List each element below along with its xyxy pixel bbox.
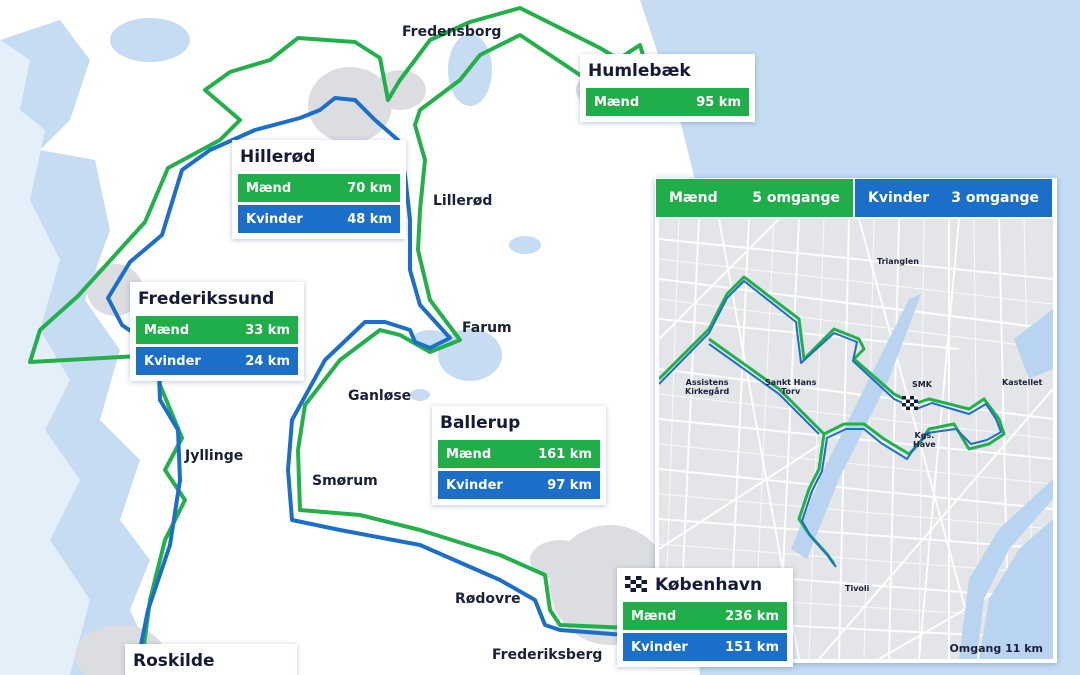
card-frederikssund: Frederikssund Mænd 33 km Kvinder 24 km <box>130 282 304 381</box>
card-title: Roskilde <box>133 651 215 671</box>
inset-label-assistens: Assistens Kirkegård <box>685 378 730 396</box>
inset-women-laps: Kvinder 3 omgange <box>855 179 1052 217</box>
card-hillerod: Hillerød Mænd 70 km Kvinder 48 km <box>232 140 406 239</box>
town-rodovre: Rødovre <box>455 591 521 607</box>
men-km: 236 km <box>725 608 779 624</box>
men-distance-row: Mænd 33 km <box>136 316 298 344</box>
men-km: 161 km <box>538 446 592 462</box>
men-km: 70 km <box>347 180 392 196</box>
men-label: Mænd <box>669 190 718 206</box>
women-label: Kvinder <box>631 639 688 655</box>
town-farum: Farum <box>462 320 512 336</box>
men-km: 33 km <box>245 322 290 338</box>
inset-header: Mænd 5 omgange Kvinder 3 omgange <box>655 178 1057 218</box>
men-label: Mænd <box>144 322 190 338</box>
men-km: 95 km <box>696 94 741 110</box>
women-label: Kvinder <box>446 477 503 493</box>
card-ballerup: Ballerup Mænd 161 km Kvinder 97 km <box>432 406 606 505</box>
card-title: Frederikssund <box>138 289 275 309</box>
town-lillerod: Lillerød <box>433 193 493 209</box>
town-frederiksberg: Frederiksberg <box>492 647 603 663</box>
inset-label-kastellet: Kastellet <box>1002 378 1043 387</box>
smk-checkered-marker <box>902 396 918 410</box>
inset-men-laps: Mænd 5 omgange <box>656 179 853 217</box>
inset-copenhagen-circuit: Mænd 5 omgange Kvinder 3 omgange <box>655 178 1057 663</box>
women-km: 24 km <box>245 353 290 369</box>
inset-label-tivoli: Tivoli <box>845 584 870 593</box>
men-label: Mænd <box>594 94 640 110</box>
card-humlebaek: Humlebæk Mænd 95 km <box>580 54 755 122</box>
town-jyllinge: Jyllinge <box>185 448 244 464</box>
men-label: Mænd <box>446 446 492 462</box>
harbour <box>979 519 1053 659</box>
card-title: Hillerød <box>240 147 316 167</box>
lake-arresoe <box>110 18 190 62</box>
lake-peblinge <box>791 294 921 559</box>
men-distance-row: Mænd 70 km <box>238 174 400 202</box>
urban-hillerod <box>308 67 392 143</box>
women-label: Kvinder <box>246 211 303 227</box>
inset-label-kgs-have: Kgs. Have <box>913 431 936 449</box>
inset-label-sankt-hans: Sankt Hans Torv <box>765 378 817 396</box>
card-roskilde: Roskilde <box>125 644 297 675</box>
women-km: 48 km <box>347 211 392 227</box>
card-kobenhavn: København Mænd 236 km Kvinder 151 km <box>617 568 793 667</box>
lap-distance: Omgang 11 km <box>949 642 1043 655</box>
women-distance-row: Kvinder 24 km <box>136 347 298 375</box>
inset-men-route <box>659 275 1006 565</box>
inset-label-trianglen: Trianglen <box>877 257 919 266</box>
card-title: København <box>655 575 763 595</box>
card-title: Humlebæk <box>588 61 691 81</box>
checkered-flag-icon <box>625 576 647 592</box>
women-km: 151 km <box>725 639 779 655</box>
women-distance-row: Kvinder 48 km <box>238 205 400 233</box>
town-ganlose: Ganløse <box>348 388 412 404</box>
town-fredensborg: Fredensborg <box>402 24 502 40</box>
men-distance-row: Mænd 95 km <box>586 88 749 116</box>
men-distance-row: Mænd 161 km <box>438 440 600 468</box>
men-distance-row: Mænd 236 km <box>623 602 787 630</box>
women-label: Kvinder <box>868 190 930 206</box>
card-title-row: København <box>625 574 787 596</box>
lake-bagsvaerd <box>509 236 541 254</box>
men-label: Mænd <box>631 608 677 624</box>
inset-women-route <box>659 280 1002 568</box>
men-laps: 5 omgange <box>752 190 840 206</box>
town-smorum: Smørum <box>312 473 378 489</box>
women-distance-row: Kvinder 97 km <box>438 471 600 499</box>
men-label: Mænd <box>246 180 292 196</box>
women-distance-row: Kvinder 151 km <box>623 633 787 661</box>
inset-label-smk: SMK <box>912 380 932 389</box>
women-laps: 3 omgange <box>951 190 1039 206</box>
women-label: Kvinder <box>144 353 201 369</box>
women-km: 97 km <box>547 477 592 493</box>
card-title: Ballerup <box>440 413 521 433</box>
